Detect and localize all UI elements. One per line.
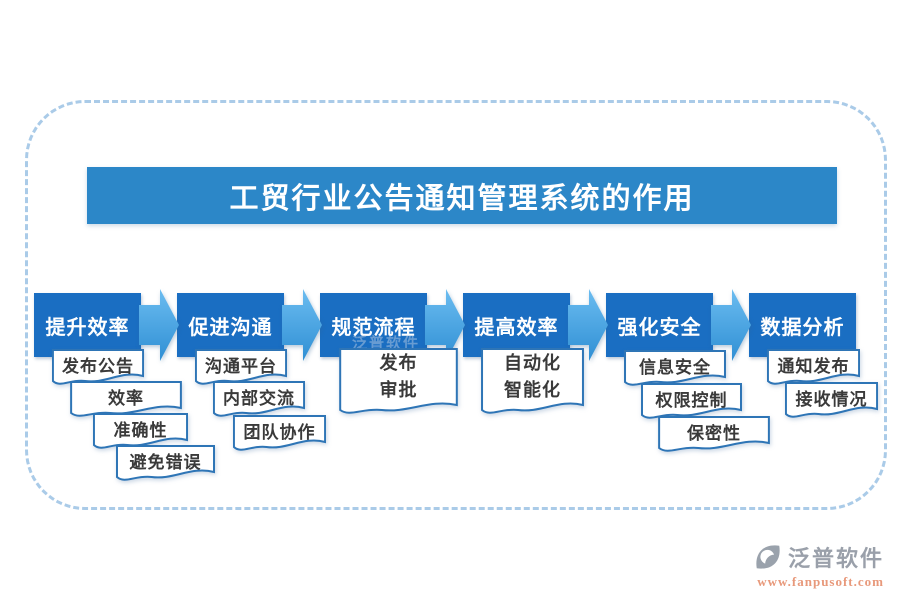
right-arrow-icon xyxy=(282,289,322,361)
item-label: 通知发布 xyxy=(777,357,850,377)
right-arrow-icon xyxy=(139,289,179,361)
brand-footer: 泛普软件 www.fanpusoft.com xyxy=(753,541,884,590)
item-box: 通知发布 xyxy=(767,349,860,391)
right-arrow-icon xyxy=(425,289,465,361)
item-box: 避免错误 xyxy=(116,445,215,487)
item-box: 自动化 智能化 xyxy=(481,348,584,420)
item-box: 发布 审批 xyxy=(339,348,458,420)
item-label: 准确性 xyxy=(113,421,168,441)
stage-header-1: 提升效率 xyxy=(34,293,141,357)
stage-header-4: 提高效率 xyxy=(463,293,570,357)
stage-header-label: 规范流程 xyxy=(331,314,416,339)
item-box: 沟通平台 xyxy=(195,349,287,391)
item-box: 保密性 xyxy=(658,416,770,458)
stage-header-label: 提升效率 xyxy=(45,314,130,339)
item-label: 发布 审批 xyxy=(379,353,418,401)
item-label: 权限控制 xyxy=(655,391,728,411)
item-box: 准确性 xyxy=(93,413,188,455)
brand-name: 泛普软件 xyxy=(787,547,884,572)
stage-header-label: 促进沟通 xyxy=(188,314,273,339)
item-label: 沟通平台 xyxy=(205,357,277,377)
item-label: 保密性 xyxy=(687,424,741,444)
right-arrow-icon xyxy=(568,289,608,361)
item-box: 信息安全 xyxy=(624,350,726,392)
item-label: 接收情况 xyxy=(795,390,868,410)
fanpu-logo-icon xyxy=(756,545,780,569)
stage-header-3: 规范流程 xyxy=(320,293,427,357)
stage-header-label: 提高效率 xyxy=(474,314,559,339)
stage-header-2: 促进沟通 xyxy=(177,293,284,357)
stage-header-label: 强化安全 xyxy=(617,314,702,339)
item-label: 内部交流 xyxy=(223,389,295,409)
item-box: 权限控制 xyxy=(641,383,742,425)
brand-url: www.fanpusoft.com xyxy=(757,574,884,589)
item-box: 团队协作 xyxy=(233,415,326,457)
right-arrow-icon xyxy=(711,289,751,361)
dashed-border-frame xyxy=(25,100,887,510)
item-box: 内部交流 xyxy=(213,381,305,423)
item-label: 避免错误 xyxy=(129,453,202,473)
item-label: 团队协作 xyxy=(243,423,316,443)
item-label: 效率 xyxy=(108,389,144,409)
item-box: 发布公告 xyxy=(52,349,144,391)
item-label: 信息安全 xyxy=(639,358,711,378)
item-box: 接收情况 xyxy=(785,382,878,424)
stage-header-6: 数据分析 xyxy=(749,293,856,357)
stage-header-5: 强化安全 xyxy=(606,293,713,357)
stage-header-label: 数据分析 xyxy=(760,314,845,339)
item-label: 自动化 智能化 xyxy=(504,353,561,401)
item-label: 发布公告 xyxy=(62,357,134,377)
page-title: 工贸行业公告通知管理系统的作用 xyxy=(229,180,695,215)
title-banner: 工贸行业公告通知管理系统的作用 xyxy=(87,167,837,224)
